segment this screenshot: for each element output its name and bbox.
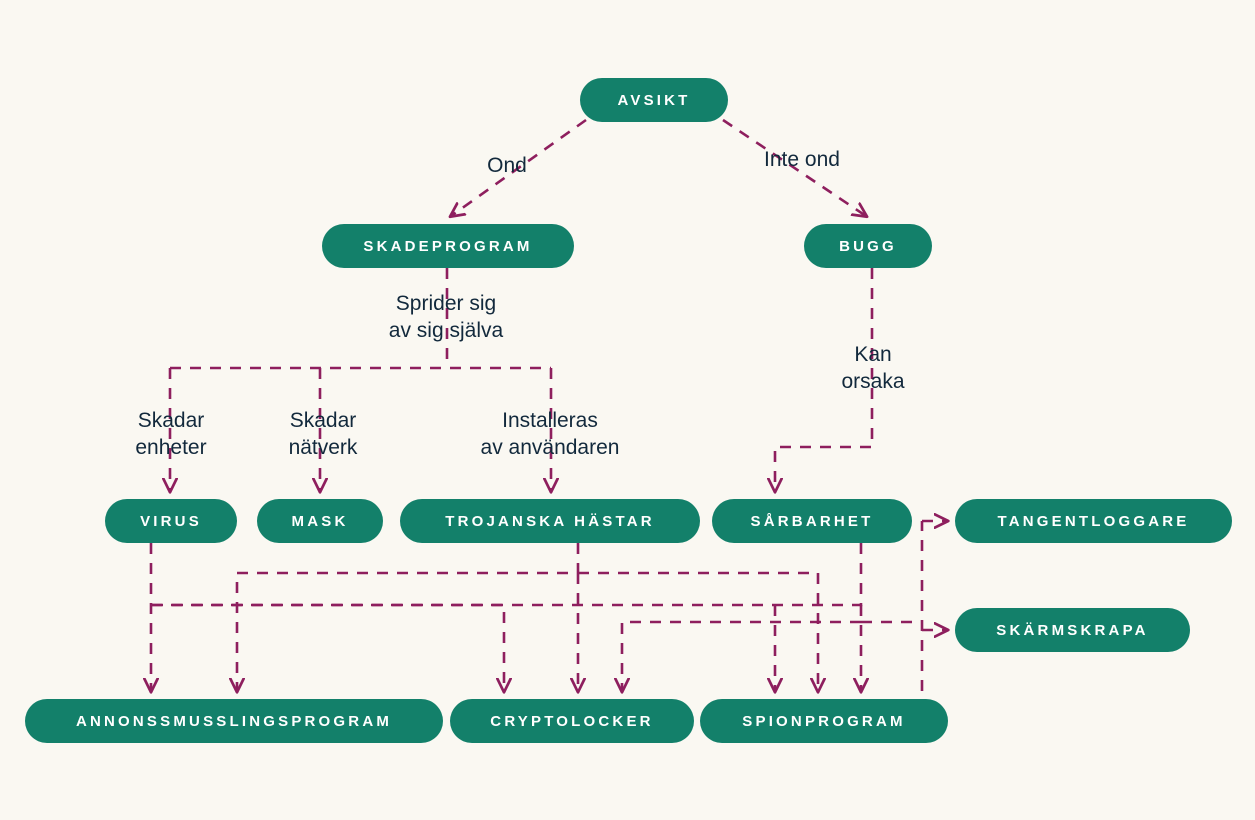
edge-trojanska-annons <box>237 543 580 691</box>
edge-sarbarhet-cryptolocker <box>622 620 861 691</box>
node-annonssmusslingsprogram[interactable]: ANNONSSMUSSLINGSPROGRAM <box>25 699 443 743</box>
edge-label-ond: Ond <box>487 154 527 177</box>
edge-label-kan-orsaka: Kan orsaka <box>841 343 905 393</box>
edge-label-skadar-natverk: Skadar nätverk <box>288 409 358 459</box>
node-avsikt[interactable]: AVSIKT <box>580 78 728 122</box>
node-trojanska-hastar[interactable]: TROJANSKA HÄSTAR <box>400 499 700 543</box>
edge-bugg-sarbarhet <box>775 268 874 491</box>
node-label: BUGG <box>839 237 897 255</box>
node-label: TANGENTLOGGARE <box>997 512 1190 530</box>
edge-label-skadar-enheter: Skadar enheter <box>135 409 207 459</box>
node-label: CRYPTOLOCKER <box>490 712 654 730</box>
edge-avsikt-skadeprogram <box>451 118 587 216</box>
node-virus[interactable]: VIRUS <box>105 499 237 543</box>
node-label: SÅRBARHET <box>750 512 874 530</box>
edge-label-sprider-sig: Sprider sig av sig själva <box>388 292 504 342</box>
node-sarbarhet[interactable]: SÅRBARHET <box>712 499 912 543</box>
edge-avsikt-bugg <box>722 118 866 216</box>
node-label: VIRUS <box>140 512 202 530</box>
node-label: AVSIKT <box>617 91 691 109</box>
node-spionprogram[interactable]: SPIONPROGRAM <box>700 699 948 743</box>
node-label: MASK <box>291 512 349 530</box>
node-skadeprogram[interactable]: SKADEPROGRAM <box>322 224 574 268</box>
edge-trojanska-spionprogram <box>578 571 818 691</box>
node-label: SPIONPROGRAM <box>742 712 906 730</box>
node-bugg[interactable]: BUGG <box>804 224 932 268</box>
edge-label-installeras: Installeras av användaren <box>480 409 620 459</box>
node-skarmskrapa[interactable]: SKÄRMSKRAPA <box>955 608 1190 652</box>
edge-label-inte-ond: Inte ond <box>764 148 840 171</box>
node-label: SKÄRMSKRAPA <box>996 621 1149 639</box>
node-label: ANNONSSMUSSLINGSPROGRAM <box>75 712 393 730</box>
node-tangentloggare[interactable]: TANGENTLOGGARE <box>955 499 1232 543</box>
node-cryptolocker[interactable]: CRYPTOLOCKER <box>450 699 694 743</box>
node-label: SKADEPROGRAM <box>363 237 533 255</box>
node-mask[interactable]: MASK <box>257 499 383 543</box>
edge-virus-cryptolocker <box>151 603 504 691</box>
node-label: TROJANSKA HÄSTAR <box>445 512 655 530</box>
